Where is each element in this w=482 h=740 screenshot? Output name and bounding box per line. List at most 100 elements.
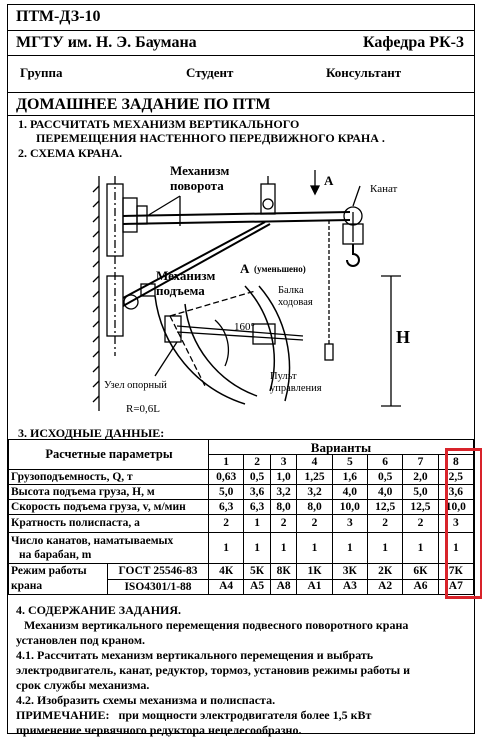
cell: А5 — [243, 578, 271, 595]
cell: 1 — [269, 532, 298, 564]
row-label: Кратность полиспаста, а — [8, 514, 209, 533]
wall-hatching — [92, 176, 100, 411]
note-text-2: применение червячного редуктора нецелесо… — [16, 723, 302, 737]
signature-row: Группа Студент Консультант — [8, 56, 474, 92]
content-note: ПРИМЕЧАНИЕ: при мощности электродвигател… — [16, 708, 474, 723]
content-title: 4. СОДЕРЖАНИЕ ЗАДАНИЯ. — [16, 603, 182, 617]
rotation-mech-label-2: поворота — [170, 178, 224, 193]
mode-label: Режим работы крана — [9, 564, 108, 594]
variant-number: 6 — [366, 454, 404, 470]
cell: А6 — [402, 578, 439, 595]
cell: 1 — [331, 532, 369, 564]
variant-number: 7 — [402, 454, 439, 470]
cell: 8К — [269, 563, 298, 580]
task-line-2: ПЕРЕМЕЩЕНИЯ НАСТЕННОГО ПЕРЕДВИЖНОГО КРАН… — [36, 131, 385, 145]
university-name: МГТУ им. Н. Э. Баумана — [16, 34, 197, 51]
cell: 3,2 — [269, 484, 298, 500]
variants-table: Расчетные параметры Варианты 1 2 3 4 5 6… — [8, 439, 475, 595]
crane-scheme-drawing — [92, 170, 401, 411]
cell: 12,5 — [366, 499, 404, 515]
iso-standard: ISO4301/1-88 — [124, 581, 192, 593]
university-row: МГТУ им. Н. Э. Баумана Кафедра РК-3 — [8, 31, 474, 56]
cell: 1 — [437, 532, 475, 564]
task-sheet: ПТМ-ДЗ-10 МГТУ им. Н. Э. Баумана Кафедра… — [7, 4, 475, 737]
row-label: Скорость подъема груза, v, м/мин — [8, 499, 209, 515]
cell: 4,0 — [366, 484, 404, 500]
cell: 3К — [331, 563, 369, 580]
content-p2-line-3: срок службы механизма. — [16, 678, 150, 692]
variant-numbers-row: 1 2 3 4 5 6 7 8 — [9, 454, 475, 470]
lift-mechanism-drum — [123, 294, 139, 310]
variant-8-highlight — [445, 448, 482, 599]
table-row: А4 А5 А8 А1 А3 А2 А6 А7 — [9, 578, 475, 595]
page-title: ДОМАШНЕЕ ЗАДАНИЕ ПО ПТМ — [8, 92, 474, 116]
cell: А8 — [269, 578, 298, 595]
variant-number: 4 — [296, 454, 333, 470]
radius-label: R=0,6L — [126, 403, 161, 415]
cell: 5К — [243, 563, 271, 580]
cell: 0,63 — [207, 469, 245, 485]
initial-data-title: 3. ИСХОДНЫЕ ДАННЫЕ: — [18, 426, 165, 440]
cell: 1 — [207, 532, 245, 564]
param-header: Расчетные параметры — [8, 439, 209, 470]
rope-sheave — [343, 206, 363, 226]
cell: 12,5 — [402, 499, 439, 515]
cell: 3,6 — [243, 484, 271, 500]
cell: 1 — [296, 532, 333, 564]
cell: 1 — [243, 514, 271, 533]
mode-standards: ГОСТ 25546-83 ISO4301/1-88 — [108, 564, 208, 594]
beam-label-1: Балка — [278, 285, 304, 296]
cell: 1,0 — [269, 469, 298, 485]
table-row: Скорость подъема груза, v, м/мин 6,3 6,3… — [8, 499, 475, 515]
view-a-reduced-label: А — [240, 261, 250, 276]
cell: 1К — [296, 563, 333, 580]
cell: 2 — [366, 514, 404, 533]
cell: 4К — [207, 563, 245, 580]
cell: А3 — [331, 578, 369, 595]
note-text-1: при мощности электродвигателя более 1,5 … — [118, 708, 372, 722]
cell: 5,0 — [402, 484, 439, 500]
beam-label-2: ходовая — [278, 297, 313, 308]
variant-number: 5 — [331, 454, 369, 470]
pendant-box — [324, 343, 334, 361]
cell: 6К — [402, 563, 439, 580]
rope-label: Канат — [370, 183, 398, 195]
cell: 2 — [402, 514, 439, 533]
cell: 5,0 — [207, 484, 245, 500]
mode-label-cell: Режим работы крана ГОСТ 25546-83 ISO4301… — [8, 563, 209, 595]
cell: 4,0 — [331, 484, 369, 500]
cell: 8,0 — [296, 499, 333, 515]
cell: 2,0 — [402, 469, 439, 485]
content-p1-line-2: установлен под краном. — [16, 633, 145, 647]
lift-mech-label-2: подъема — [156, 283, 205, 298]
table-row: Высота подъема груза, Н, м 5,0 3,6 3,2 3… — [8, 484, 475, 500]
view-a-label: А — [324, 173, 334, 188]
cell: 2К — [366, 563, 404, 580]
cell: 0,5 — [243, 469, 271, 485]
table-row: Число канатов, наматываемых на барабан, … — [8, 532, 475, 564]
cell: 1,25 — [296, 469, 333, 485]
cell: А2 — [366, 578, 404, 595]
content-p2-line-1: 4.1. Рассчитать механизм вертикального п… — [16, 648, 374, 662]
cell: А4 — [207, 578, 245, 595]
group-label: Группа — [20, 65, 63, 80]
variants-header: Варианты — [208, 439, 474, 455]
variant-number: 2 — [243, 454, 271, 470]
content-p1-line-1: Механизм вертикального перемещения подве… — [24, 618, 409, 632]
table-row: Режим работы крана ГОСТ 25546-83 ISO4301… — [8, 563, 475, 595]
content-p3: 4.2. Изобразить схемы механизма и полисп… — [16, 693, 276, 707]
row-label: Грузоподъемность, Q, т — [8, 469, 209, 485]
cell: 0,5 — [366, 469, 404, 485]
cell: 1 — [366, 532, 404, 564]
table-row: Кратность полиспаста, а 2 1 2 2 3 2 2 3 — [8, 514, 475, 533]
cell: А1 — [296, 578, 333, 595]
row-label: Высота подъема груза, Н, м — [8, 484, 209, 500]
cell: 1,6 — [331, 469, 369, 485]
consultant-label: Консультант — [326, 65, 402, 80]
support-label: Узел опорный — [104, 380, 167, 391]
plan-trolley — [252, 323, 276, 345]
support-node — [164, 315, 182, 343]
cell: 1 — [243, 532, 271, 564]
table-row: Грузоподъемность, Q, т 0,63 0,5 1,0 1,25… — [8, 469, 475, 485]
cell: 2 — [296, 514, 333, 533]
